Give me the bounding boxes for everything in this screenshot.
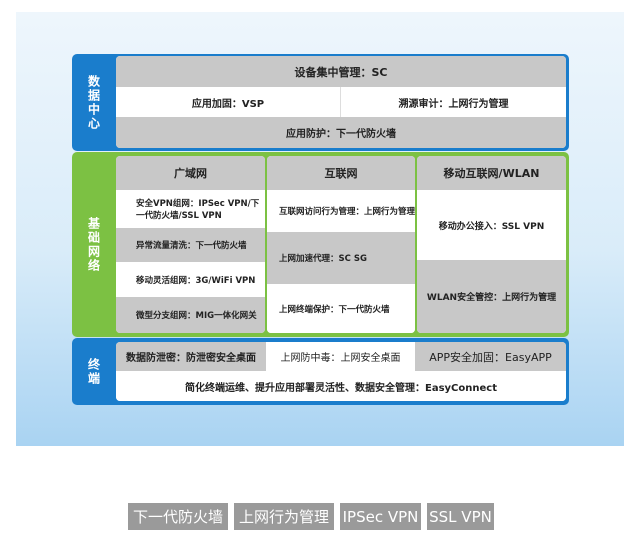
terminal-panel: 终端 数据防泄密：防泄密安全桌面 上网防中毒：上网安全桌面 APP安全加固：Ea…	[72, 338, 569, 405]
internet-column: 互联网 互联网访问行为管理：上网行为管理 上网加速代理：SC SG 上网终端保护…	[267, 156, 415, 333]
tag-ipsec-vpn[interactable]: IPSec VPN	[340, 503, 421, 530]
app-protect-cell: 应用防护：下一代防火墙	[116, 117, 566, 148]
sc-cell: 设备集中管理：SC	[116, 56, 566, 87]
data-center-label: 数据中心	[86, 74, 101, 131]
vsp-cell: 应用加固：VSP	[116, 87, 341, 117]
list-item: 上网终端保护：下一代防火墙	[267, 284, 415, 333]
mobile-wlan-column: 移动互联网/WLAN 移动办公接入：SSL VPN WLAN安全管控：上网行为管…	[417, 156, 566, 333]
column-header: 移动互联网/WLAN	[417, 156, 566, 190]
data-center-panel: 数据中心 设备集中管理：SC 应用加固：VSP 溯源审计：上网行为管理 应用防护…	[72, 54, 569, 151]
base-network-label: 基础网络	[86, 216, 101, 273]
easyconnect-cell: 简化终端运维、提升应用部署灵活性、数据安全管理：EasyConnect	[116, 371, 566, 401]
audit-cell: 溯源审计：上网行为管理	[341, 87, 566, 117]
wan-column: 广域网 安全VPN组网：IPSec VPN/下一代防火墙/SSL VPN 异常流…	[116, 156, 265, 333]
dlp-cell: 数据防泄密：防泄密安全桌面	[116, 342, 266, 371]
antivirus-cell: 上网防中毒：上网安全桌面	[266, 342, 415, 371]
terminal-label: 终端	[86, 357, 101, 386]
tag-behavior-mgmt[interactable]: 上网行为管理	[234, 503, 334, 530]
list-item: 移动灵活组网：3G/WiFi VPN	[116, 262, 265, 297]
column-header: 互联网	[267, 156, 415, 190]
list-item: WLAN安全管控：上网行为管理	[417, 260, 566, 333]
tag-ngfw[interactable]: 下一代防火墙	[128, 503, 228, 530]
list-item: 移动办公接入：SSL VPN	[417, 190, 566, 260]
list-item: 微型分支组网：MIG一体化网关	[116, 297, 265, 333]
list-item: 上网加速代理：SC SG	[267, 232, 415, 284]
column-header: 广域网	[116, 156, 265, 190]
list-item: 异常流量清洗：下一代防火墙	[116, 228, 265, 262]
easyapp-cell: APP安全加固：EasyAPP	[415, 342, 566, 371]
list-item: 互联网访问行为管理：上网行为管理	[267, 190, 415, 232]
tag-ssl-vpn[interactable]: SSL VPN	[427, 503, 494, 530]
base-network-panel: 基础网络 广域网 安全VPN组网：IPSec VPN/下一代防火墙/SSL VP…	[72, 152, 569, 337]
list-item: 安全VPN组网：IPSec VPN/下一代防火墙/SSL VPN	[116, 190, 265, 228]
